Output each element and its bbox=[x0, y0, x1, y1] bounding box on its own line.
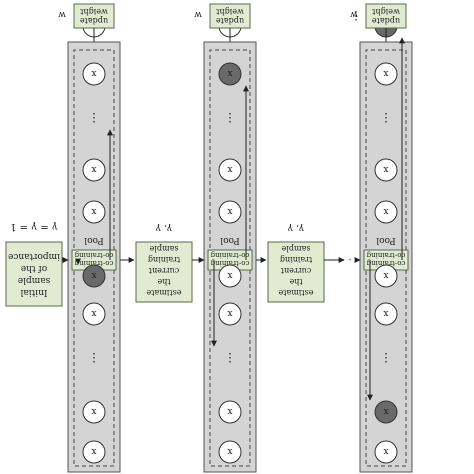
vertical-ellipsis: ⋮ bbox=[380, 111, 392, 125]
vertical-ellipsis: ⋮ bbox=[380, 351, 392, 365]
estimate-box-label: sample bbox=[149, 244, 178, 253]
sample-node bbox=[374, 302, 398, 326]
sample-node bbox=[218, 200, 242, 224]
sample-node-label: x bbox=[227, 164, 232, 174]
horizontal-ellipsis: · · · bbox=[342, 253, 358, 264]
sample-node-label: x bbox=[383, 270, 388, 280]
vertical-ellipsis: ⋮ bbox=[88, 111, 100, 125]
sample-node bbox=[82, 62, 106, 86]
weight-label: w bbox=[58, 9, 66, 19]
vertical-ellipsis: ⋮ bbox=[88, 351, 100, 365]
sample-node bbox=[82, 200, 106, 224]
sample-node bbox=[218, 62, 242, 86]
sample-node bbox=[374, 62, 398, 86]
estimate-box-label: training bbox=[280, 255, 312, 264]
pool-label: Pool bbox=[376, 235, 396, 245]
sample-node-label: x bbox=[383, 164, 388, 174]
gamma-label: γ, γ bbox=[288, 223, 304, 233]
initial-params-label: γ = γ = 1 bbox=[10, 221, 58, 232]
sample-node-label: x bbox=[383, 206, 388, 216]
sample-node bbox=[374, 158, 398, 182]
initial-box-label: of the bbox=[21, 263, 47, 273]
vertical-ellipsis: ⋮ bbox=[224, 351, 236, 365]
sample-node-label: x bbox=[227, 206, 232, 216]
update-box-label: weight bbox=[215, 7, 243, 16]
sample-node bbox=[218, 158, 242, 182]
sample-node bbox=[82, 264, 106, 288]
vertical-ellipsis: ⋮ bbox=[350, 9, 362, 23]
classifier-label: co-training bbox=[74, 251, 113, 259]
estimate-box bbox=[267, 241, 325, 303]
sample-node-label: x bbox=[227, 270, 232, 280]
estimate-box-label: estimate bbox=[278, 288, 313, 297]
update-box-label: weight bbox=[79, 7, 107, 16]
classifier-label: co-training bbox=[366, 259, 405, 267]
sample-node-label: x bbox=[91, 206, 96, 216]
sample-node-label: x bbox=[91, 446, 96, 456]
sample-node-label: x bbox=[383, 308, 388, 318]
estimate-box-label: current bbox=[280, 266, 311, 275]
classifier-label: co-training bbox=[210, 251, 249, 259]
sample-node bbox=[374, 200, 398, 224]
estimate-box-label: sample bbox=[281, 244, 310, 253]
update-box-label: update bbox=[80, 16, 108, 25]
pool-dashed-group bbox=[365, 49, 407, 251]
initial-importance-box bbox=[5, 241, 63, 307]
sample-node-label: x bbox=[227, 446, 232, 456]
sample-node-label: x bbox=[383, 68, 388, 78]
sample-node-label: x bbox=[227, 406, 232, 416]
sample-node bbox=[218, 440, 242, 464]
classifier-label: co-training bbox=[366, 251, 405, 259]
sample-node bbox=[82, 158, 106, 182]
weight-label: w bbox=[350, 9, 358, 19]
pool-dashed-group bbox=[209, 49, 251, 251]
pool-label: Pool bbox=[84, 235, 104, 245]
sample-node-label: x bbox=[227, 308, 232, 318]
initial-box-label: Initial bbox=[20, 287, 47, 297]
weight-label: w bbox=[194, 9, 202, 19]
update-box-label: update bbox=[372, 16, 400, 25]
pool-label: Pool bbox=[220, 235, 240, 245]
estimate-box bbox=[135, 241, 193, 303]
update-box-label: update bbox=[216, 16, 244, 25]
estimate-box-label: the bbox=[289, 277, 302, 286]
sample-node-label: x bbox=[383, 406, 388, 416]
estimate-box-label: current bbox=[148, 266, 179, 275]
pool-dashed-group bbox=[73, 49, 115, 251]
sample-node bbox=[374, 264, 398, 288]
sample-node bbox=[218, 264, 242, 288]
estimate-box-label: training bbox=[148, 255, 180, 264]
sample-node-label: x bbox=[91, 164, 96, 174]
vertical-ellipsis: ⋮ bbox=[224, 111, 236, 125]
estimate-box-label: estimate bbox=[146, 288, 181, 297]
initial-box-label: importance bbox=[8, 251, 60, 261]
sample-node bbox=[374, 400, 398, 424]
sample-node-label: x bbox=[227, 68, 232, 78]
sample-node-label: x bbox=[383, 446, 388, 456]
sample-node bbox=[218, 302, 242, 326]
update-box-label: weight bbox=[371, 7, 399, 16]
sample-node-label: x bbox=[91, 270, 96, 280]
estimate-box-label: the bbox=[157, 277, 170, 286]
sample-node-label: x bbox=[91, 308, 96, 318]
sample-node bbox=[218, 400, 242, 424]
initial-box-label: sample bbox=[18, 275, 50, 285]
gamma-label: γ, γ bbox=[156, 223, 172, 233]
sample-node-label: x bbox=[91, 406, 96, 416]
sample-node bbox=[82, 400, 106, 424]
sample-node bbox=[82, 440, 106, 464]
sample-node bbox=[374, 440, 398, 464]
classifier-label: co-training bbox=[74, 259, 113, 267]
sample-node bbox=[82, 302, 106, 326]
classifier-label: co-training bbox=[210, 259, 249, 267]
sample-node-label: x bbox=[91, 68, 96, 78]
